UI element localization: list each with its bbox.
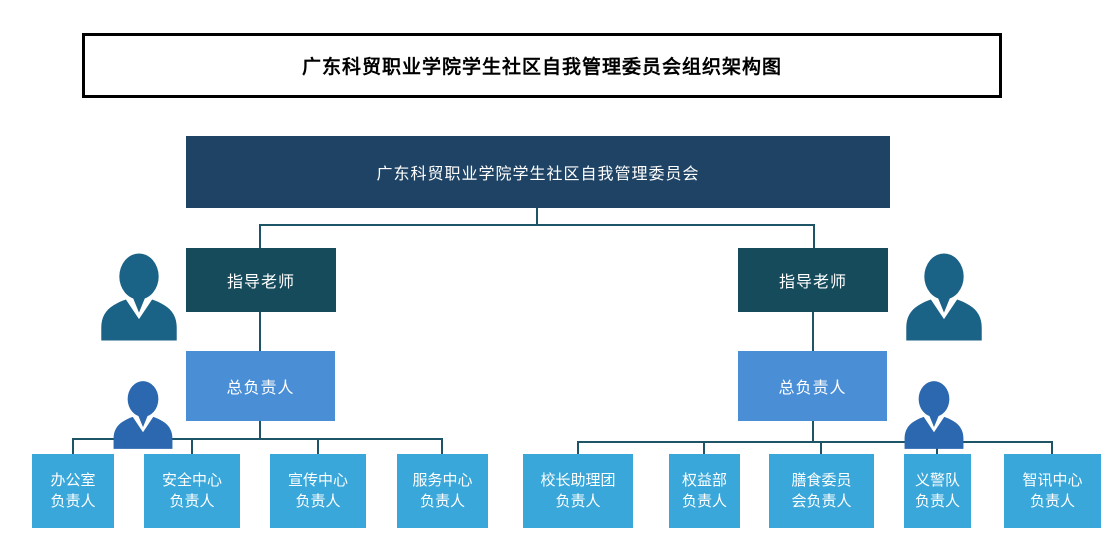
person-icon xyxy=(903,253,985,341)
connector-line xyxy=(72,438,74,455)
connector-line xyxy=(577,441,579,455)
node-publicity-center-lead: 宣传中心 负责人 xyxy=(270,454,366,528)
node-rights-dept-lead: 权益部 负责人 xyxy=(669,454,740,528)
connector-line xyxy=(259,421,261,438)
connector-line xyxy=(1051,441,1053,455)
chart-title: 广东科贸职业学院学生社区自我管理委员会组织架构图 xyxy=(82,33,1002,98)
connector-line xyxy=(577,441,1053,443)
connector-line xyxy=(812,421,814,441)
node-service-center-lead: 服务中心 负责人 xyxy=(397,454,488,528)
connector-line xyxy=(317,438,319,455)
node-advisor-right: 指导老师 xyxy=(738,248,888,312)
connector-line xyxy=(536,208,538,224)
connector-line xyxy=(259,224,261,248)
connector-line xyxy=(812,312,814,351)
node-safety-center-lead: 安全中心 负责人 xyxy=(144,454,240,528)
connector-line xyxy=(820,441,822,455)
node-volunteer-police-lead: 义警队 负责人 xyxy=(904,454,971,528)
node-food-committee-lead: 膳食委员 会负责人 xyxy=(769,454,874,528)
connector-line xyxy=(813,224,815,248)
person-icon xyxy=(902,380,966,450)
node-office-lead: 办公室 负责人 xyxy=(32,454,114,528)
node-leader-left: 总负责人 xyxy=(186,351,335,421)
connector-line xyxy=(703,441,705,455)
connector-line xyxy=(72,438,443,440)
connector-line xyxy=(191,438,193,455)
person-icon xyxy=(98,253,180,341)
node-advisor-left: 指导老师 xyxy=(186,248,336,312)
connector-line xyxy=(259,312,261,351)
node-committee-root: 广东科贸职业学院学生社区自我管理委员会 xyxy=(186,136,890,208)
connector-line xyxy=(259,224,815,226)
person-icon xyxy=(111,380,175,450)
node-principal-assistant-lead: 校长助理团 负责人 xyxy=(523,454,633,528)
connector-line xyxy=(441,438,443,455)
node-leader-right: 总负责人 xyxy=(738,351,887,421)
node-info-center-lead: 智讯中心 负责人 xyxy=(1004,454,1101,528)
